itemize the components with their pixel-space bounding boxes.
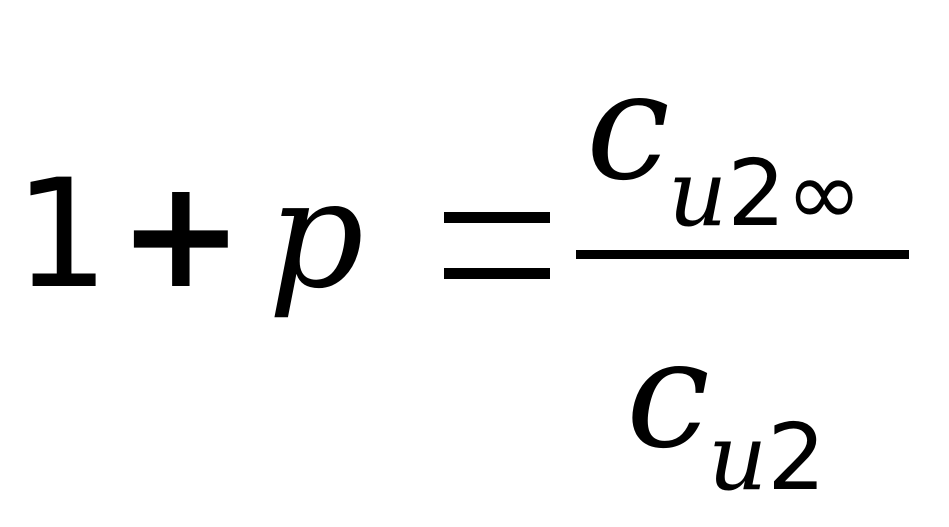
equals-sign-bottom-bar — [444, 268, 550, 279]
fraction-line — [576, 250, 909, 259]
denominator-subscript: u2 — [708, 412, 826, 504]
numerator-subscript-num: 2 — [727, 140, 786, 247]
numerator-subscript-var: u — [668, 140, 728, 247]
plus-sign: + — [118, 148, 244, 322]
denominator-symbol: c — [626, 308, 711, 482]
equals-sign-top-bar — [444, 212, 550, 223]
numerator-subscript: u2∞ — [668, 148, 862, 240]
denominator-subscript-var: u — [708, 404, 768, 511]
denominator-subscript-num: 2 — [767, 404, 826, 511]
numerator-symbol: c — [586, 40, 671, 214]
infinity-symbol: ∞ — [785, 140, 863, 247]
number-one: 1 — [14, 148, 110, 322]
variable-p: p — [268, 148, 365, 322]
